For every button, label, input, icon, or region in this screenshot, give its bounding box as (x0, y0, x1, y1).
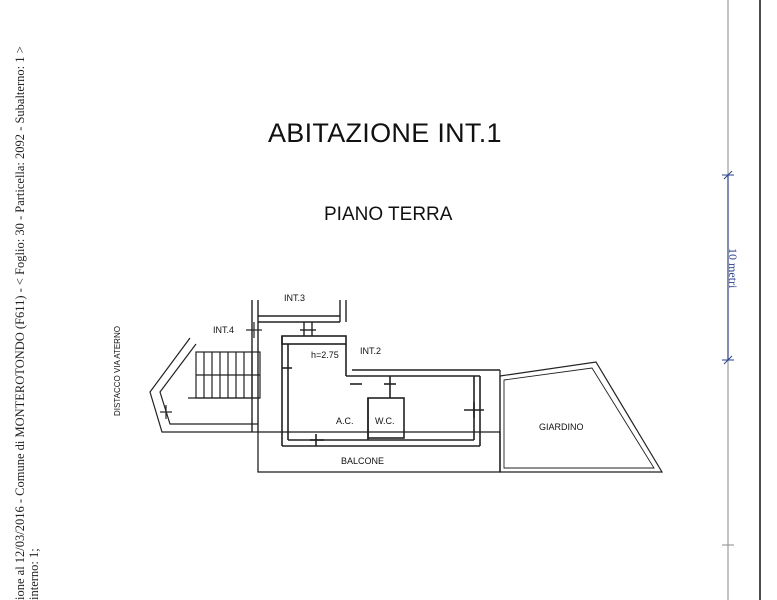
label-int2: INT.2 (360, 346, 381, 356)
label-giardino: GIARDINO (539, 422, 584, 432)
int3-walls (251, 300, 347, 432)
apartment-walls (281, 335, 500, 447)
label-balcone: BALCONE (341, 456, 384, 466)
plan-title: ABITAZIONE INT.1 (268, 118, 502, 148)
scale-bar (722, 170, 734, 546)
scale-label: 10 metri (726, 248, 740, 289)
label-wc: W.C. (375, 416, 395, 426)
label-int3: INT.3 (284, 293, 305, 303)
plan-subtitle: PIANO TERRA (324, 204, 453, 225)
label-height: h=2.75 (311, 350, 339, 360)
stair-block (149, 322, 262, 433)
label-distacco: DISTACCO VIA ATERNO (113, 326, 122, 416)
label-ac: A.C. (336, 416, 354, 426)
label-int4: INT.4 (213, 325, 234, 335)
giardino-outline (499, 361, 664, 473)
giardino-outline (503, 367, 655, 469)
